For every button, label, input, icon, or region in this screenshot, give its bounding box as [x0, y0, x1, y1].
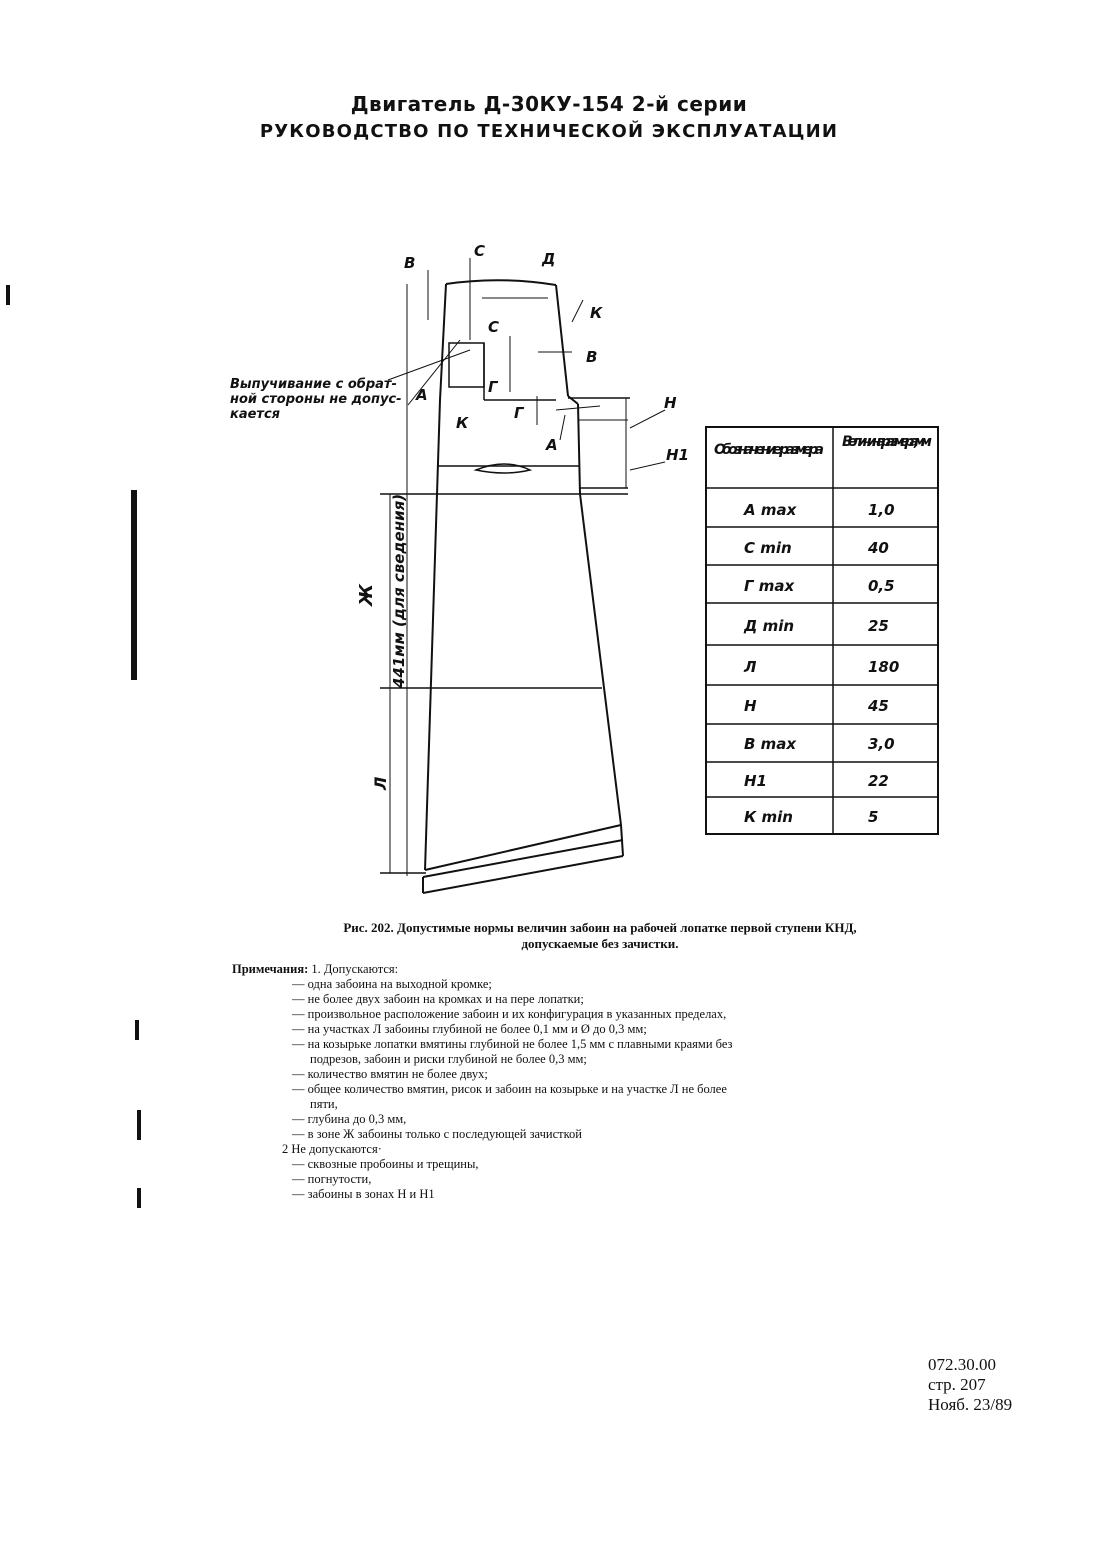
label-k-right: К	[590, 304, 603, 322]
label-n1: Н1	[666, 446, 689, 464]
label-zh: Ж	[356, 583, 377, 608]
note-item: — на козырьке лопатки вмятины глубиной н…	[292, 1037, 733, 1051]
notes-title: Примечания:	[232, 962, 309, 976]
label-s-mid: С	[488, 318, 499, 336]
document-title: Двигатель Д-30КУ-154 2-й серии	[350, 92, 748, 116]
label-l: Л	[371, 777, 390, 791]
row-value: 180	[868, 658, 899, 676]
scan-mark	[135, 1020, 139, 1040]
row-value: 3,0	[868, 735, 895, 753]
note-item: — в зоне Ж забоины только с последующей …	[292, 1127, 582, 1141]
note-item: — произвольное расположение забоин и их …	[292, 1007, 727, 1021]
label-v: В	[404, 254, 415, 272]
label-k-left: К	[456, 414, 469, 432]
note-item: — забоины в зонах Н и Н1	[292, 1187, 435, 1201]
notes-intro: 1. Допускаются:	[311, 962, 399, 976]
table-header-col2: Величина размера, мм	[842, 434, 932, 450]
row-name: A max	[743, 501, 798, 519]
scan-mark	[131, 490, 137, 680]
notes-heading: Примечания: 1. Допускаются:	[232, 962, 962, 977]
row-name: В max	[744, 735, 797, 753]
table-rows: A max 1,0 С min 40 Г max 0,5 Д min 25 Л …	[743, 501, 899, 826]
row-value: 22	[868, 772, 889, 790]
document-subtitle: РУКОВОДСТВО ПО ТЕХНИЧЕСКОЙ ЭКСПЛУАТАЦИИ	[259, 121, 839, 142]
caption-line1: Рис. 202. Допустимые нормы величин забои…	[343, 920, 857, 935]
label-d: Д	[541, 250, 555, 268]
notes-block: Примечания: 1. Допускаются: — одна забои…	[232, 962, 962, 1202]
note-item: — на участках Л забоины глубиной не боле…	[292, 1022, 647, 1036]
row-name: К min	[744, 808, 793, 826]
notes-intro2: 2 Не допускаются·	[282, 1142, 382, 1156]
label-v-right: В	[586, 348, 597, 366]
size-table	[705, 426, 939, 835]
page-number: стр. 207	[928, 1375, 986, 1394]
label-s-top: С	[474, 242, 485, 260]
label-g-right: Г	[514, 404, 525, 422]
label-g-left: Г	[488, 378, 499, 396]
scan-mark	[137, 1110, 141, 1140]
note-item: — сквозные пробоины и трещины,	[292, 1157, 479, 1171]
label-a-right: А	[545, 436, 558, 454]
row-value: 25	[868, 617, 889, 635]
page-footer: 072.30.00 стр. 207 Нояб. 23/89	[928, 1355, 1012, 1415]
scan-mark	[137, 1188, 141, 1208]
figure-caption: Рис. 202. Допустимые нормы величин забои…	[250, 920, 950, 952]
note-item: — погнутости,	[292, 1172, 372, 1186]
note-item: пяти,	[310, 1097, 338, 1111]
table-header-col1: Обозначение размера	[714, 442, 824, 458]
row-value: 1,0	[868, 501, 895, 519]
caption-line2: допускаемые без зачистки.	[521, 936, 679, 951]
doc-number: 072.30.00	[928, 1355, 996, 1374]
bulge-note-line3: кается	[230, 407, 280, 422]
label-n: Н	[664, 394, 677, 412]
note-item: — глубина до 0,3 мм,	[292, 1112, 407, 1126]
row-name: Н1	[744, 772, 767, 790]
row-value: 45	[867, 697, 889, 715]
row-value: 0,5	[868, 577, 895, 595]
note-item: — количество вмятин не более двух;	[292, 1067, 488, 1081]
label-a-left: А	[415, 386, 428, 404]
revision-date: Нояб. 23/89	[928, 1395, 1013, 1414]
row-name: С min	[744, 539, 792, 557]
row-value: 40	[867, 539, 889, 557]
note-item: — общее количество вмятин, рисок и забои…	[292, 1082, 727, 1096]
note-item: подрезов, забоин и риски глубиной не бол…	[310, 1052, 587, 1066]
row-value: 5	[868, 808, 878, 826]
row-name: Л	[743, 658, 757, 676]
label-zh-note: 441мм (для сведения)	[390, 494, 408, 689]
bulge-note-line1: Выпучивание с обрат-	[230, 377, 397, 392]
note-item: — не более двух забоин на кромках и на п…	[292, 992, 584, 1006]
row-name: Г max	[744, 577, 796, 595]
row-name: Н	[744, 697, 757, 715]
scan-mark	[6, 285, 10, 305]
row-name: Д min	[743, 617, 794, 635]
note-item: — одна забоина на выходной кромке;	[292, 977, 492, 991]
bulge-note-line2: ной стороны не допус-	[230, 392, 402, 407]
